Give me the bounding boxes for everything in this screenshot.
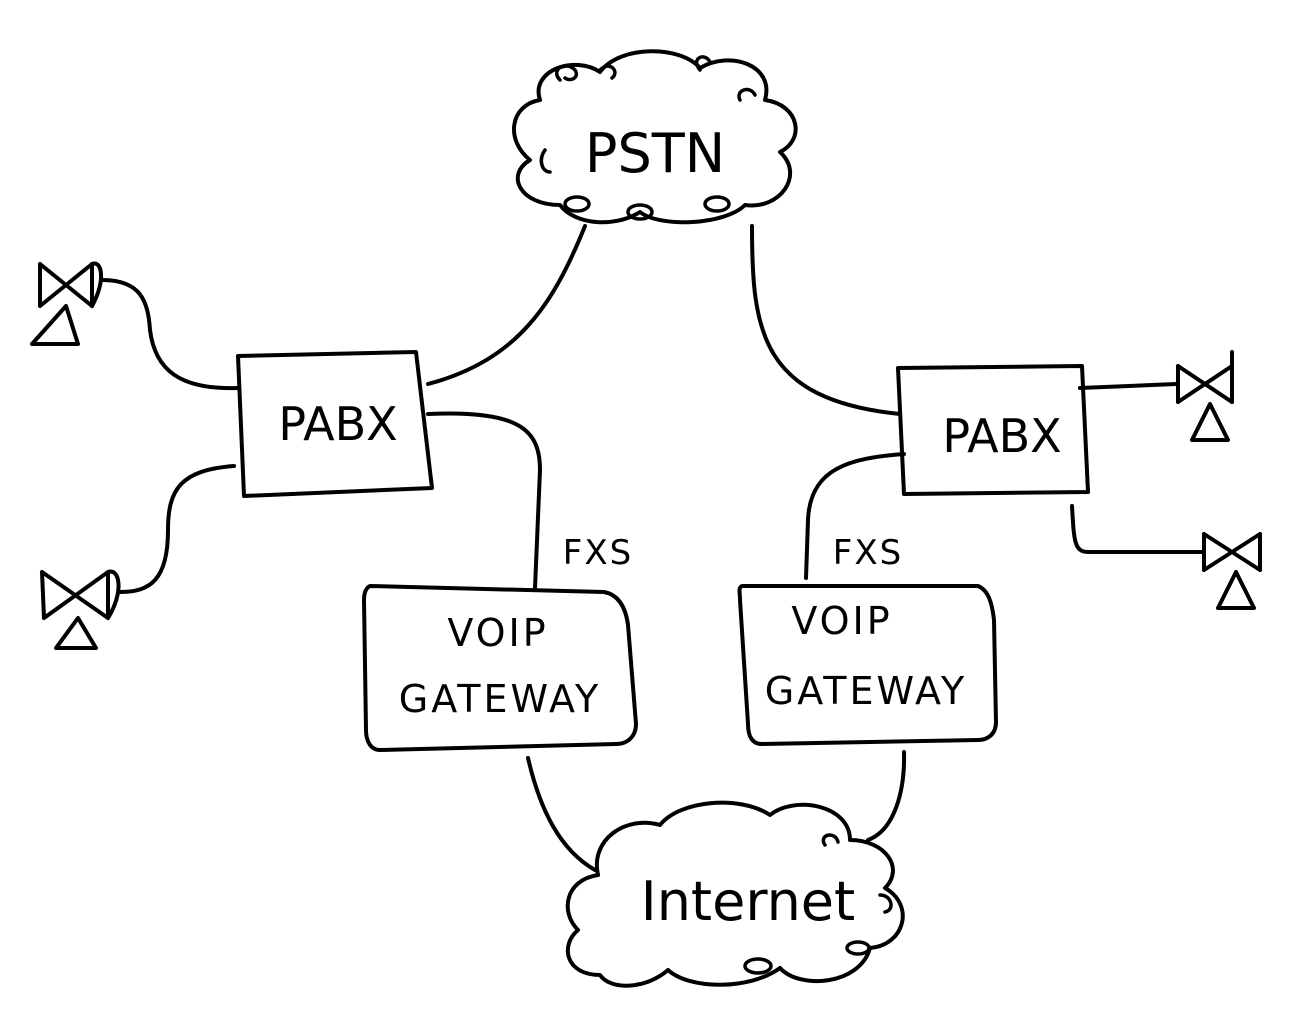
link-pabx-left-to-gateway-left (426, 411, 542, 590)
link-pabx-right-to-gateway-right (804, 452, 906, 580)
gateway-right-line1: VOIP (791, 599, 892, 643)
internet-label: Internet (641, 870, 855, 933)
fxs-left-label: FXS (563, 533, 633, 573)
link-pstn-to-pabx-right (750, 224, 902, 416)
link-phone-right-top (1078, 382, 1178, 390)
telephone-icon (1202, 532, 1262, 610)
telephone-icon (1176, 350, 1234, 442)
connection-lines (100, 224, 1204, 872)
link-phone-left-bottom (118, 464, 236, 594)
link-phone-left-top (100, 278, 240, 391)
pabx-left: PABX (236, 350, 434, 498)
link-phone-right-bottom (1070, 504, 1204, 554)
pstn-label: PSTN (585, 122, 725, 185)
link-pabx-left-to-pstn (426, 224, 587, 386)
link-gateway-right-to-internet (866, 750, 907, 842)
pabx-right-label: PABX (942, 409, 1061, 463)
gateway-left-line2: GATEWAY (399, 677, 601, 721)
pabx-left-label: PABX (278, 397, 397, 451)
pstn-cloud: PSTN (512, 49, 798, 225)
telephone-icon (40, 569, 121, 650)
internet-cloud: Internet (565, 800, 905, 988)
voip-gateway-left: VOIP GATEWAY (362, 584, 638, 752)
telephone-icon (30, 261, 103, 346)
fxs-right-label: FXS (833, 533, 903, 573)
pabx-right: PABX (896, 364, 1090, 496)
link-gateway-left-to-internet (526, 756, 597, 872)
voip-gateway-right: VOIP GATEWAY (737, 584, 998, 746)
gateway-right-line2: GATEWAY (765, 669, 967, 713)
gateway-left-line1: VOIP (447, 611, 548, 655)
